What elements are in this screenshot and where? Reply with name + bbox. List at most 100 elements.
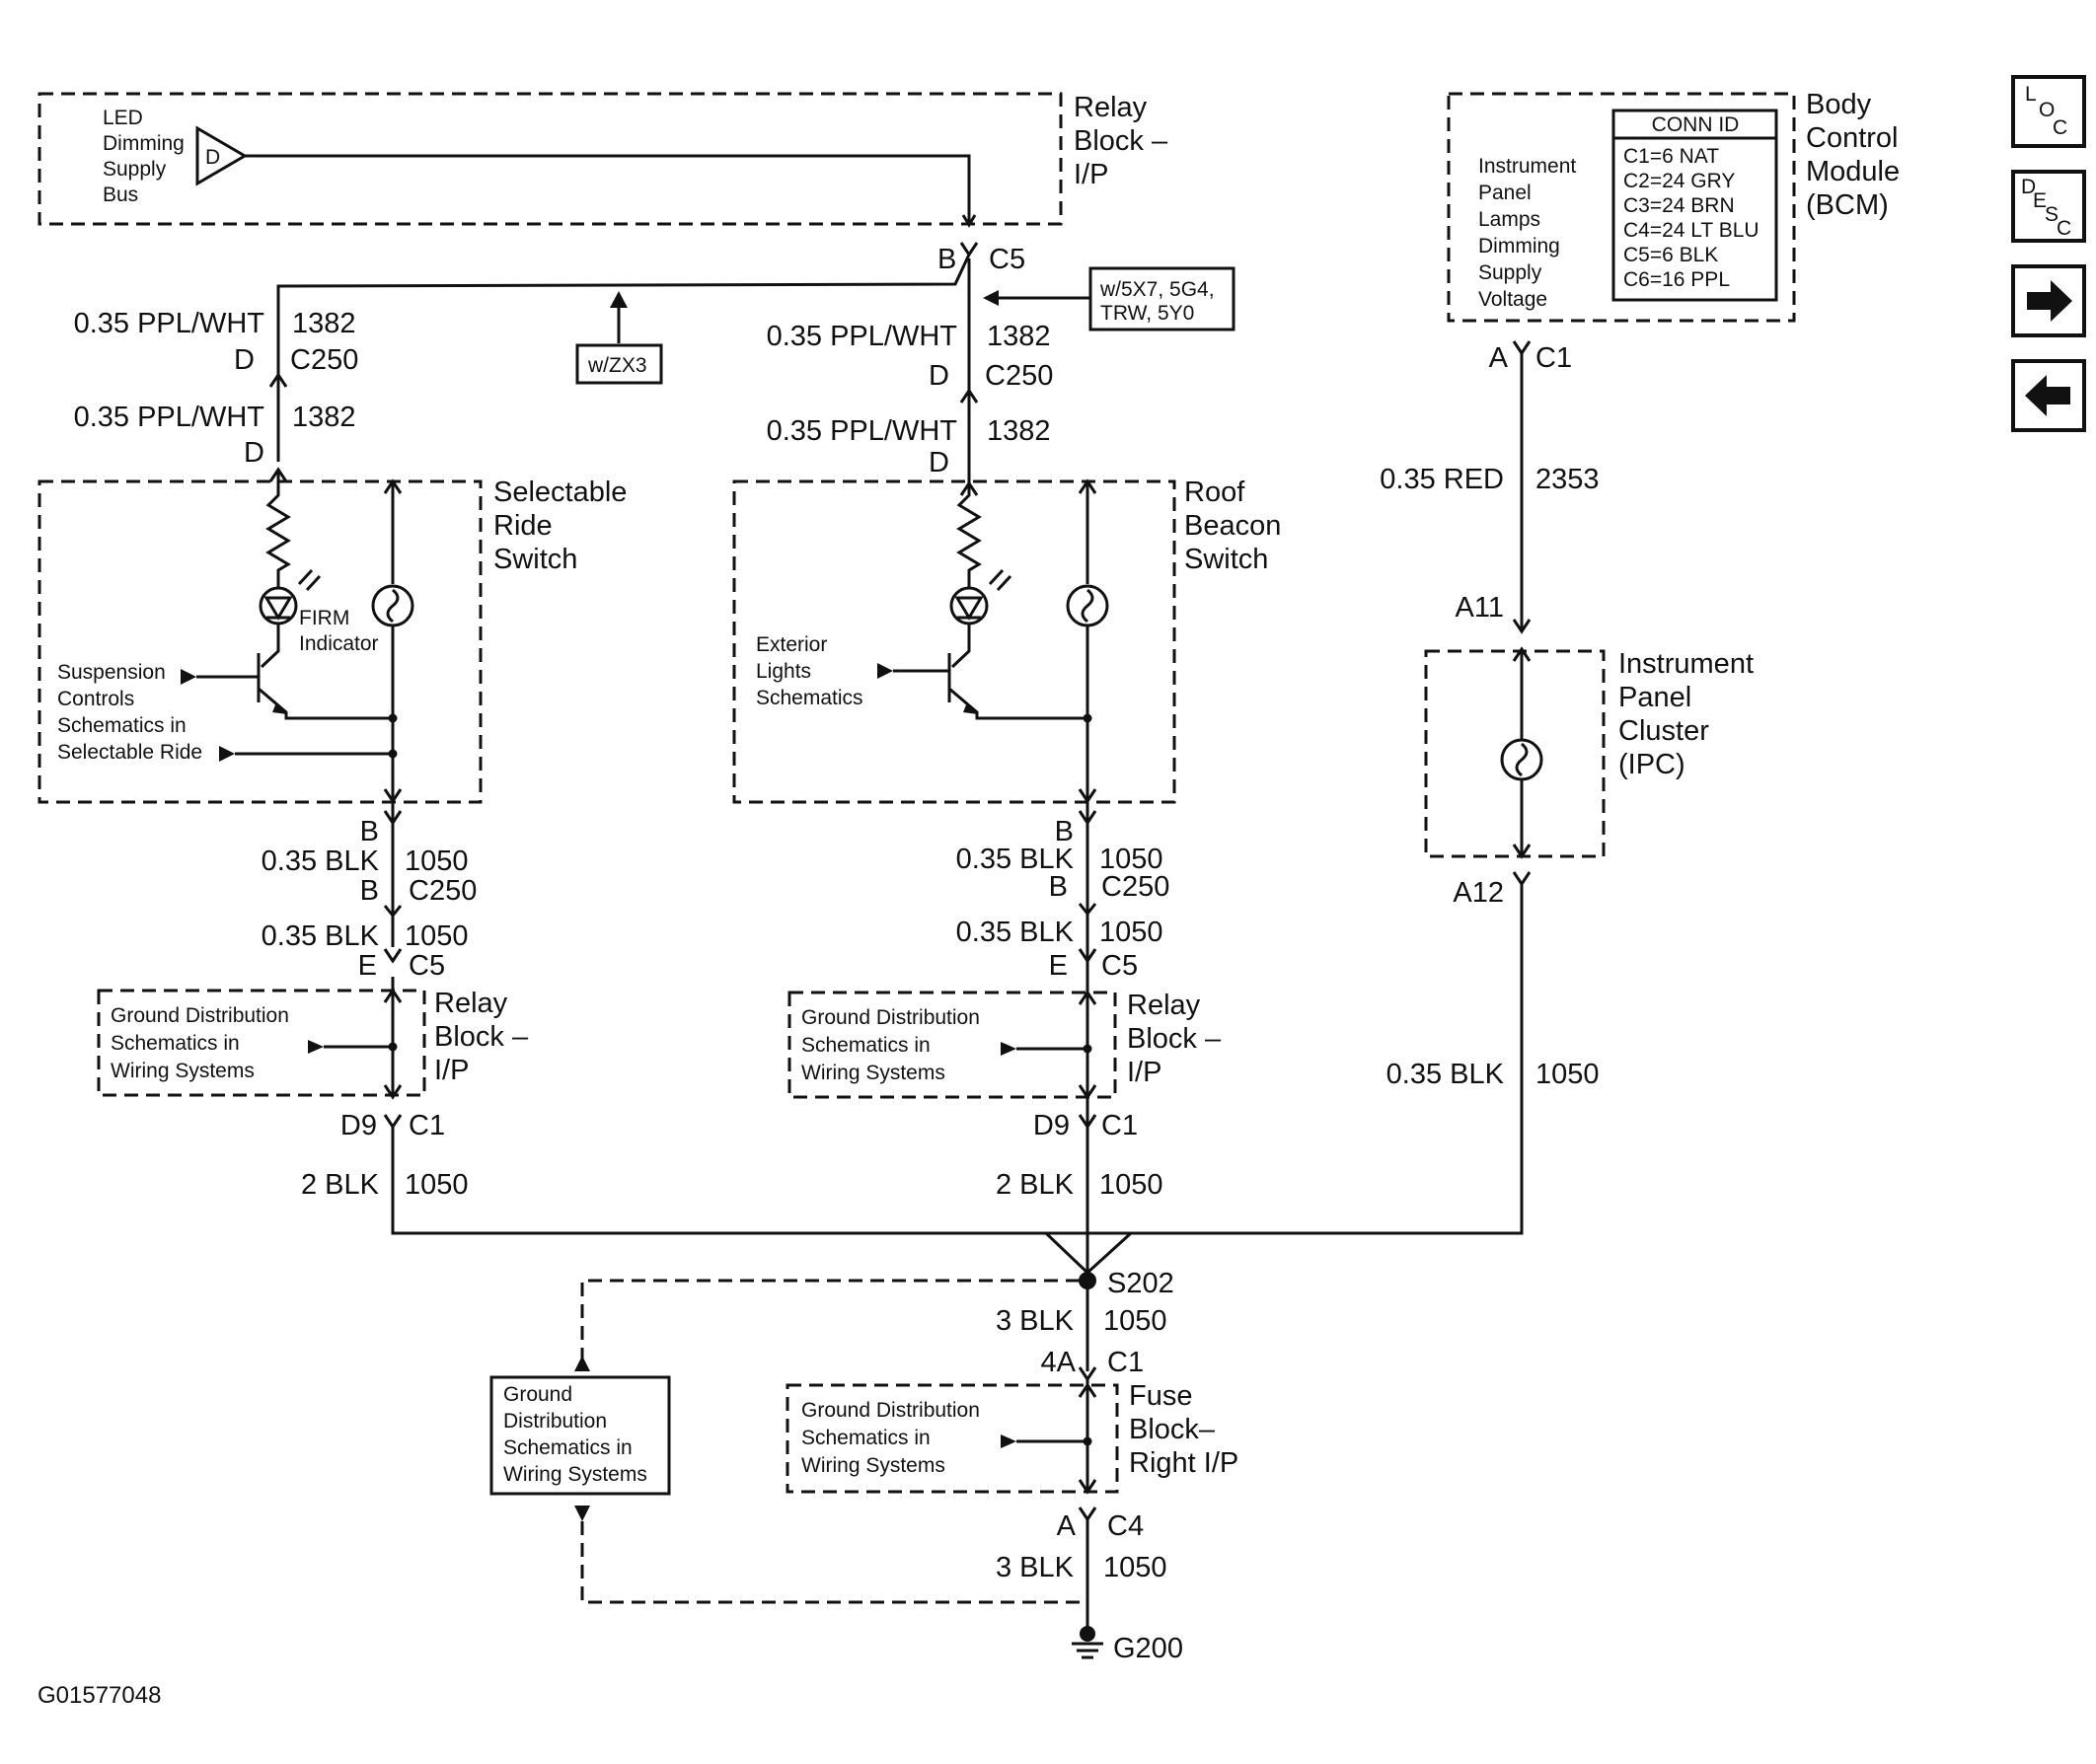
- relay-block-top-label-3: I/P: [1074, 159, 1108, 190]
- bottom-wire1-circuit: 1050: [1103, 1305, 1167, 1337]
- bcm-supply-6: Voltage: [1478, 288, 1547, 311]
- center-pin-b: B: [1055, 816, 1074, 847]
- exterior-input-label-2: Lights: [756, 660, 811, 683]
- center-wire4-circuit: 1050: [1099, 917, 1163, 948]
- bottom-c1-id: C1: [1107, 1347, 1144, 1378]
- c5-top-pin: B: [937, 244, 956, 275]
- outer-ground-3: Schematics in: [503, 1436, 633, 1459]
- ipc-label-3: Cluster: [1618, 715, 1709, 747]
- c5-top-id: C5: [989, 244, 1025, 275]
- left-ground-box-2: Schematics in: [111, 1032, 240, 1055]
- conn-row-3: C3=24 BRN: [1623, 194, 1735, 217]
- option-5x7-label-1: w/5X7, 5G4,: [1099, 278, 1215, 301]
- relay-block-top: Relay Block – I/P: [37, 92, 1168, 226]
- roof-beacon-label-1: Roof: [1184, 477, 1245, 508]
- ipc-label-4: (IPC): [1618, 749, 1685, 780]
- right-wire1-circuit: 2353: [1535, 464, 1600, 495]
- desc-letter-d: D: [2021, 176, 2036, 198]
- left-pin-b: B: [360, 816, 379, 847]
- center-wire3-circuit: 1050: [1099, 844, 1163, 875]
- conn-id-title: CONN ID: [1652, 113, 1740, 136]
- left-wire4-circuit: 1050: [405, 920, 469, 952]
- left-wire2-size: 0.35 PPL/WHT: [74, 402, 265, 433]
- center-wire1-circuit: 1382: [987, 321, 1051, 352]
- ground-g200-icon: [1072, 1626, 1103, 1659]
- suspension-input-label-1: Suspension: [57, 661, 166, 684]
- left-wire1-size: 0.35 PPL/WHT: [74, 308, 265, 339]
- bcm-c1-pin: A: [1489, 342, 1509, 374]
- left-c250-pin: D: [234, 344, 255, 376]
- left-ground-box-3: Wiring Systems: [111, 1060, 255, 1082]
- firm-label-1: FIRM: [299, 607, 349, 629]
- next-button[interactable]: [2011, 264, 2086, 337]
- relay-block-top-label-1: Relay: [1074, 92, 1148, 123]
- splice-label: S202: [1107, 1268, 1174, 1299]
- right-circuit: 0.35 RED 2353 A11 Instrument Panel Clust…: [1093, 353, 1754, 1235]
- outer-ground-4: Wiring Systems: [503, 1463, 647, 1486]
- bottom-wire1-size: 3 BLK: [996, 1305, 1075, 1337]
- option-zx3-label: w/ZX3: [587, 354, 647, 377]
- ground-label: G200: [1113, 1633, 1183, 1664]
- bcm-supply-2: Panel: [1478, 182, 1532, 204]
- bottom-inner-ground-2: Schematics in: [801, 1427, 931, 1449]
- option-5x7-label-2: TRW, 5Y0: [1100, 302, 1194, 325]
- left-c250b-id: C250: [409, 875, 477, 907]
- bottom-c1-pin: 4A: [1041, 1347, 1077, 1378]
- center-pin-d: D: [929, 447, 949, 478]
- center-c250-pin: D: [929, 360, 949, 392]
- bcm-label-2: Control: [1806, 122, 1899, 154]
- bcm-supply-5: Supply: [1478, 261, 1542, 284]
- desc-letter-e: E: [2033, 189, 2047, 212]
- conn-row-1: C1=6 NAT: [1623, 145, 1719, 168]
- center-ground-box-2: Schematics in: [801, 1034, 931, 1057]
- bcm-c1-id: C1: [1535, 342, 1572, 374]
- left-relay-label-3: I/P: [434, 1055, 469, 1086]
- outer-ground-1: Ground: [503, 1383, 572, 1406]
- selectable-ride-label-2: Ride: [493, 510, 553, 542]
- driver-triangle-icon: [195, 125, 248, 186]
- left-c250-id: C250: [290, 344, 358, 376]
- left-wire1-circuit: 1382: [292, 308, 356, 339]
- roof-beacon-label-2: Beacon: [1184, 510, 1281, 542]
- center-ground-box-1: Ground Distribution: [801, 1006, 980, 1029]
- desc-button[interactable]: D E S C: [2011, 170, 2086, 243]
- center-wire2-circuit: 1382: [987, 415, 1051, 447]
- arrow-left-icon: [2025, 375, 2070, 416]
- left-wire4-size: 0.35 BLK: [262, 920, 380, 952]
- left-wire3-circuit: 1050: [405, 845, 469, 877]
- pin-a12: A12: [1453, 877, 1504, 909]
- bottom-wire2-size: 3 BLK: [996, 1552, 1075, 1583]
- left-pin-d: D: [244, 437, 264, 469]
- center-wire3-size: 0.35 BLK: [956, 844, 1075, 875]
- center-relay-label-1: Relay: [1127, 990, 1201, 1021]
- center-c250b-pin: B: [1049, 871, 1068, 903]
- left-c5-pin: E: [358, 950, 377, 982]
- conn-id-table: CONN ID C1=6 NAT C2=24 GRY C3=24 BRN C4=…: [1611, 109, 1778, 302]
- left-wire2-circuit: 1382: [292, 402, 356, 433]
- center-c1-pin: D9: [1033, 1110, 1070, 1141]
- loc-button[interactable]: L O C: [2011, 75, 2086, 148]
- figure-id: G01577048: [37, 1682, 161, 1709]
- center-c250-id: C250: [985, 360, 1053, 392]
- option-zx3: w/ZX3: [575, 291, 663, 385]
- left-wire3-size: 0.35 BLK: [262, 845, 380, 877]
- center-c5-pin: E: [1049, 950, 1068, 982]
- center-wire4-size: 0.35 BLK: [956, 917, 1075, 948]
- conn-row-2: C2=24 GRY: [1623, 170, 1735, 192]
- bcm-supply-1: Instrument: [1478, 155, 1576, 178]
- bottom-section: S202 3 BLK 1050 4A C1 Ground Distributio…: [489, 1127, 1238, 1664]
- prev-button[interactable]: [2011, 359, 2086, 432]
- left-c1-id: C1: [409, 1110, 445, 1141]
- bcm-supply-3: Lamps: [1478, 208, 1540, 231]
- center-wire2-size: 0.35 PPL/WHT: [767, 415, 958, 447]
- bottom-wire2-circuit: 1050: [1103, 1552, 1167, 1583]
- relay-block-top-label-2: Block –: [1074, 125, 1168, 157]
- exterior-input-label-1: Exterior: [756, 633, 827, 656]
- center-c5-id: C5: [1101, 950, 1138, 982]
- bcm-label-1: Body: [1806, 89, 1872, 120]
- selectable-ride-label-1: Selectable: [493, 477, 627, 508]
- right-wire2-size: 0.35 BLK: [1386, 1059, 1505, 1090]
- left-circuit: 0.35 PPL/WHT 1382 D C250 0.35 PPL/WHT 13…: [37, 308, 1093, 1235]
- exterior-input-label-3: Schematics: [756, 687, 863, 709]
- center-wire5-size: 2 BLK: [996, 1169, 1075, 1201]
